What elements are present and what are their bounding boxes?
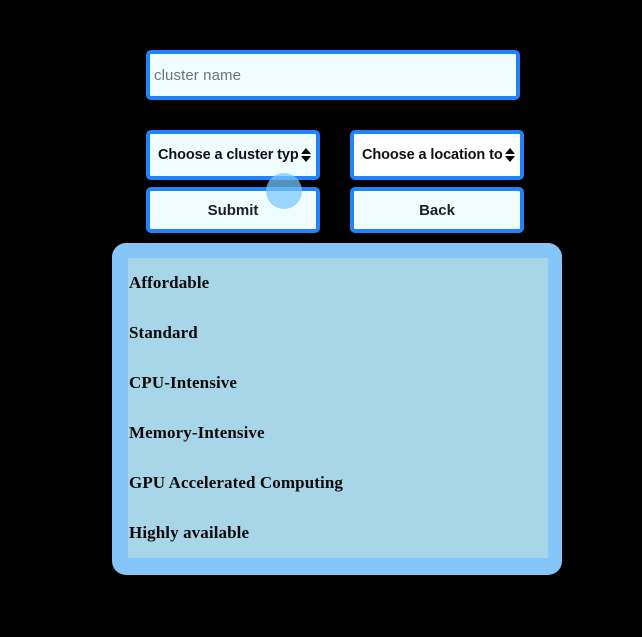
- submit-button[interactable]: Submit: [146, 187, 320, 233]
- back-button[interactable]: Back: [350, 187, 524, 233]
- options-panel: Affordable Standard CPU-Intensive Memory…: [112, 243, 562, 575]
- list-item[interactable]: Highly available: [129, 523, 250, 542]
- location-select[interactable]: Choose a location to: [350, 130, 524, 180]
- list-item[interactable]: CPU-Intensive: [129, 373, 238, 392]
- options-list: Affordable Standard CPU-Intensive Memory…: [128, 258, 548, 558]
- cluster-name-input[interactable]: [146, 50, 520, 100]
- list-item[interactable]: Affordable: [129, 273, 210, 292]
- updown-arrow-icon: [502, 148, 518, 162]
- list-item[interactable]: Memory-Intensive: [129, 423, 265, 442]
- list-item[interactable]: Standard: [129, 323, 198, 342]
- location-select-label: Choose a location to: [362, 147, 502, 163]
- cluster-type-select[interactable]: Choose a cluster typ: [146, 130, 320, 180]
- list-item[interactable]: GPU Accelerated Computing: [129, 473, 344, 492]
- cluster-type-select-label: Choose a cluster typ: [158, 147, 298, 163]
- updown-arrow-icon: [298, 148, 314, 162]
